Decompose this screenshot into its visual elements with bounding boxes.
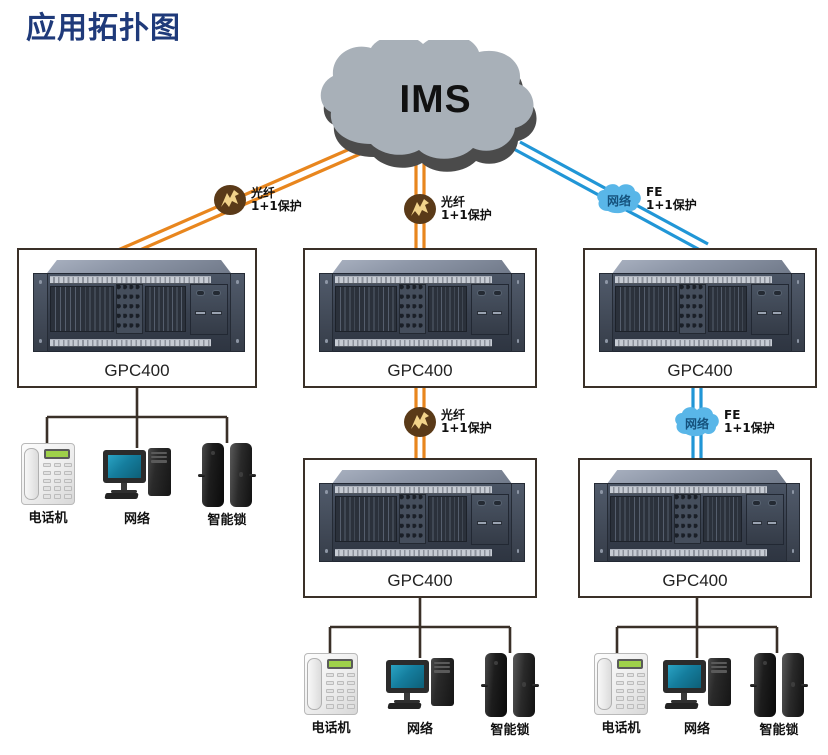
device-computer[interactable]: 网络 bbox=[386, 658, 454, 737]
device-smart-lock[interactable]: 智能锁 bbox=[748, 653, 810, 738]
gpc-label: GPC400 bbox=[104, 361, 170, 380]
device-smart-lock[interactable]: 智能锁 bbox=[196, 443, 258, 528]
smart-lock-icon bbox=[750, 653, 809, 717]
device-label: 电话机 bbox=[28, 511, 68, 526]
link-label-line1: 光纤 bbox=[441, 407, 466, 422]
gpc-chassis-image bbox=[319, 260, 525, 352]
gpc-chassis-image bbox=[319, 470, 525, 562]
gpc-label: GPC400 bbox=[387, 571, 453, 590]
device-label: 智能锁 bbox=[759, 723, 799, 738]
device-label: 智能锁 bbox=[207, 513, 247, 528]
gpc-bottom-center[interactable]: GPC400 bbox=[303, 458, 537, 598]
link-badge-ims-gpc-right: 网络 FE 1+1保护 bbox=[596, 183, 697, 215]
link-label-line2: 1+1保护 bbox=[441, 421, 492, 435]
device-label: 网络 bbox=[683, 722, 710, 737]
link-label-line1: FE bbox=[646, 184, 663, 199]
device-label: 电话机 bbox=[601, 721, 641, 736]
device-computer[interactable]: 网络 bbox=[103, 448, 171, 527]
link-label-line2: 1+1保护 bbox=[441, 208, 492, 222]
telephone-icon bbox=[21, 443, 75, 505]
link-badge-text: FE 1+1保护 bbox=[724, 407, 775, 436]
computer-icon bbox=[663, 658, 731, 716]
page-title: 应用拓扑图 bbox=[26, 11, 181, 46]
ims-cloud bbox=[320, 40, 537, 172]
gpc-label: GPC400 bbox=[387, 361, 453, 380]
link-badge-text: FE 1+1保护 bbox=[646, 184, 697, 213]
network-cloud-icon: 网络 bbox=[597, 184, 641, 214]
gpc-label: GPC400 bbox=[662, 571, 728, 590]
computer-icon bbox=[386, 658, 454, 716]
ims-cloud-label: IMS bbox=[399, 78, 472, 121]
branch-tree-right bbox=[615, 598, 779, 658]
smart-lock-icon bbox=[198, 443, 257, 507]
device-label: 智能锁 bbox=[490, 723, 530, 738]
link-label-line1: 光纤 bbox=[251, 185, 276, 200]
device-telephone[interactable]: 电话机 bbox=[590, 653, 652, 736]
device-telephone[interactable]: 电话机 bbox=[300, 653, 362, 736]
gpc-chassis-image bbox=[599, 260, 805, 352]
link-badge-gpc-center-sub: 光纤 1+1保护 bbox=[403, 406, 492, 438]
telephone-icon bbox=[304, 653, 358, 715]
gpc-chassis-image bbox=[594, 470, 800, 562]
link-badge-text: 光纤 1+1保护 bbox=[441, 194, 492, 223]
svg-text:网络: 网络 bbox=[607, 193, 631, 208]
fiber-icon bbox=[214, 185, 246, 215]
link-badge-text: 光纤 1+1保护 bbox=[251, 185, 302, 214]
device-label: 网络 bbox=[123, 512, 150, 527]
link-badge-ims-gpc-left: 光纤 1+1保护 bbox=[213, 184, 302, 216]
svg-text:网络: 网络 bbox=[685, 416, 709, 431]
network-cloud-icon: 网络 bbox=[675, 407, 719, 437]
link-label-line2: 1+1保护 bbox=[724, 421, 775, 435]
gpc-top-right[interactable]: GPC400 bbox=[583, 248, 817, 388]
device-label: 电话机 bbox=[311, 721, 351, 736]
device-label: 网络 bbox=[406, 722, 433, 737]
link-badge-ims-gpc-center: 光纤 1+1保护 bbox=[403, 193, 492, 225]
gpc-chassis-image bbox=[33, 260, 245, 352]
telephone-icon bbox=[594, 653, 648, 715]
link-label-line1: FE bbox=[724, 407, 741, 422]
gpc-top-left[interactable]: GPC400 bbox=[17, 248, 257, 388]
link-badge-gpc-right-sub: 网络 FE 1+1保护 bbox=[674, 406, 775, 438]
fiber-icon bbox=[404, 407, 436, 437]
gpc-label: GPC400 bbox=[667, 361, 733, 380]
computer-icon bbox=[103, 448, 171, 506]
gpc-top-center[interactable]: GPC400 bbox=[303, 248, 537, 388]
fiber-icon bbox=[404, 194, 436, 224]
link-label-line2: 1+1保护 bbox=[251, 199, 302, 213]
device-telephone[interactable]: 电话机 bbox=[17, 443, 79, 526]
branch-tree-left bbox=[45, 388, 229, 448]
link-label-line2: 1+1保护 bbox=[646, 198, 697, 212]
gpc-bottom-right[interactable]: GPC400 bbox=[578, 458, 812, 598]
link-badge-text: 光纤 1+1保护 bbox=[441, 407, 492, 436]
cloud-body bbox=[320, 40, 534, 159]
link-label-line1: 光纤 bbox=[441, 194, 466, 209]
smart-lock-icon bbox=[481, 653, 540, 717]
branch-tree-center bbox=[328, 598, 512, 658]
device-smart-lock[interactable]: 智能锁 bbox=[479, 653, 541, 738]
device-computer[interactable]: 网络 bbox=[663, 658, 731, 737]
